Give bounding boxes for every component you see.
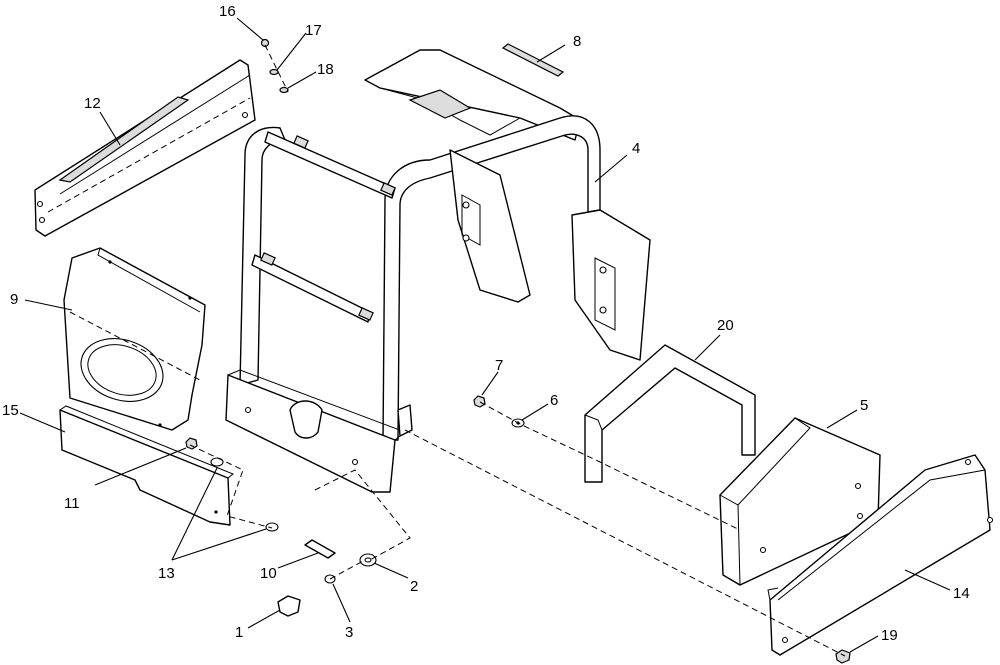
callout-3: 3 (345, 624, 353, 641)
part-11-nut (185, 437, 198, 450)
callout-7: 7 (495, 357, 503, 374)
part-16-nut (260, 38, 270, 48)
part-13-washer-a (210, 457, 224, 467)
callout-5: 5 (860, 397, 868, 414)
part-9-cover (63, 247, 206, 431)
callout-17: 17 (305, 22, 322, 39)
callout-12: 12 (84, 95, 101, 112)
part-17-washer (269, 68, 279, 76)
callout-9: 9 (10, 291, 18, 308)
callout-1: 1 (235, 624, 243, 641)
part-12-rail-bracket (34, 59, 256, 237)
part-2-washer (359, 553, 377, 567)
part-14-side-bracket (767, 454, 994, 656)
part-8-pin (501, 43, 565, 77)
callout-6: 6 (550, 392, 558, 409)
part-10-bolt (304, 539, 336, 559)
part-19-bolt (835, 649, 851, 664)
part-7-nut (473, 395, 486, 408)
callout-13: 13 (158, 565, 175, 582)
callout-20: 20 (717, 317, 734, 334)
leader-lines (19, 17, 951, 653)
part-20-u-frame (584, 344, 756, 483)
callout-11: 11 (64, 495, 80, 512)
part-15-lower-bracket (59, 405, 234, 526)
callout-18: 18 (317, 61, 334, 78)
callout-2: 2 (410, 578, 418, 595)
callout-19: 19 (881, 627, 898, 644)
callout-14: 14 (953, 585, 970, 602)
part-13-washer-b (265, 522, 279, 532)
callout-10: 10 (260, 565, 277, 582)
callout-15: 15 (2, 402, 19, 419)
callout-labels: 16 17 18 8 12 4 9 15 20 5 7 6 11 13 10 2… (2, 3, 970, 644)
part-18-washer (279, 86, 289, 94)
callout-8: 8 (573, 33, 581, 50)
assembly-lines (189, 44, 846, 657)
part-4-roll-cage (225, 49, 651, 493)
hardware (185, 38, 851, 664)
part-1-bolt (277, 595, 301, 617)
callout-16: 16 (219, 3, 236, 20)
callout-4: 4 (632, 140, 640, 157)
